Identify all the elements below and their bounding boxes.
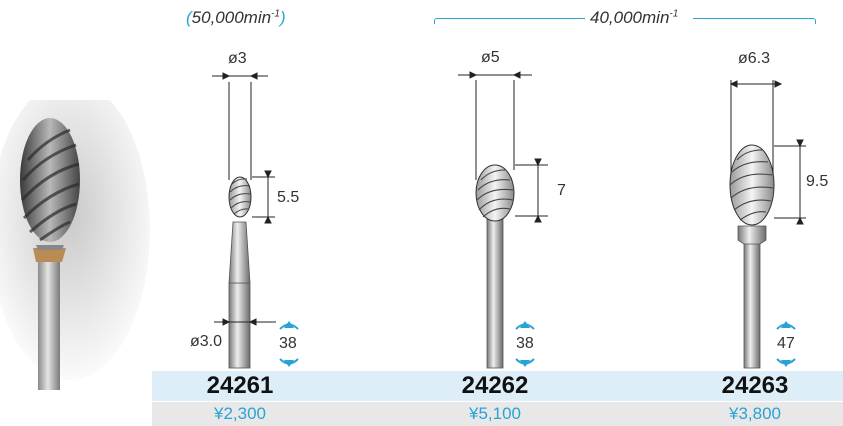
dimension-lines-24263 [729, 80, 806, 225]
burr-24261 [228, 176, 252, 369]
product-code-24263: 24263 [721, 372, 789, 399]
price-24263: ¥3,800 [729, 404, 781, 423]
head-diameter-24261: ø3 [228, 50, 247, 67]
product-code-24262: 24262 [461, 372, 529, 399]
length-arrow-icon-24262 [515, 321, 535, 367]
product-code-band [152, 371, 843, 401]
product-code-24261: 24261 [206, 372, 274, 399]
technical-drawing [212, 71, 806, 369]
speed-bracket-line [434, 18, 585, 24]
dimension-lines-24262 [458, 71, 548, 223]
burr-24262 [475, 164, 515, 369]
head-diameter-24262: ø5 [481, 49, 500, 66]
speed-label-50000: (50,000min-1) [186, 8, 286, 27]
price-24261: ¥2,300 [214, 404, 266, 423]
burr-24263 [729, 144, 775, 369]
dimension-lines-24261 [212, 72, 276, 326]
shank-diameter-24261: ø3.0 [190, 333, 223, 350]
speed-bracket-line-right [693, 18, 816, 24]
speed-label-40000: 40,000min-1 [590, 8, 679, 27]
product-photo [0, 100, 150, 390]
length-arrow-icon-24263 [776, 321, 796, 367]
length-arrow-icon-24261 [279, 321, 299, 367]
head-length-24262: 7 [557, 182, 566, 199]
total-length-24263: 47 [777, 335, 795, 352]
price-24262: ¥5,100 [469, 404, 521, 423]
price-band [152, 402, 843, 426]
total-length-24262: 38 [516, 335, 534, 352]
head-length-24261: 5.5 [277, 189, 300, 206]
total-length-24261: 38 [279, 335, 297, 352]
head-length-24263: 9.5 [806, 173, 829, 190]
head-diameter-24263: ø6.3 [738, 50, 771, 67]
